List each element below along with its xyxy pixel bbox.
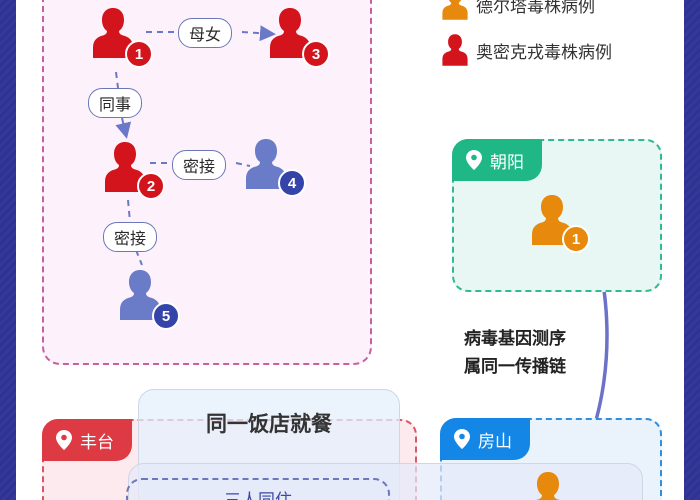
relation-label-mother-daughter: 母女 bbox=[178, 18, 233, 48]
delta-case-1: 1 bbox=[532, 193, 590, 253]
region-label: 朝阳 bbox=[490, 152, 524, 173]
case-4: 4 bbox=[246, 137, 306, 197]
person-icon bbox=[532, 195, 572, 245]
legend-label: 德尔塔毒株病例 bbox=[476, 0, 595, 17]
case-1: 1 bbox=[93, 6, 153, 68]
person-icon bbox=[536, 472, 560, 500]
region-tag: 朝阳 bbox=[452, 139, 542, 181]
cohabiting-group: 三人同住 bbox=[126, 478, 390, 500]
region-chaoyang: 朝阳 1 bbox=[452, 139, 662, 292]
delta-case-fangshan bbox=[528, 470, 578, 500]
legend-label: 奥密克戎毒株病例 bbox=[476, 42, 612, 63]
region-tag: 丰台 bbox=[42, 419, 132, 461]
relation-label-colleague: 同事 bbox=[88, 88, 143, 118]
case-number-badge: 1 bbox=[125, 40, 153, 68]
note-line: 病毒基因测序 bbox=[464, 329, 566, 349]
region-label: 丰台 bbox=[80, 432, 114, 453]
case-number-badge: 1 bbox=[562, 225, 590, 253]
case-number-badge: 4 bbox=[278, 169, 306, 197]
case-number-badge: 3 bbox=[302, 40, 330, 68]
person-icon bbox=[442, 34, 468, 66]
relation-label-close-contact: 密接 bbox=[103, 222, 158, 252]
person-icon bbox=[93, 8, 133, 58]
region-label: 房山 bbox=[478, 431, 512, 452]
relation-label-close-contact: 密接 bbox=[172, 150, 227, 180]
group-title: 同一饭店就餐 bbox=[206, 412, 332, 436]
case-5: 5 bbox=[120, 268, 180, 330]
person-icon bbox=[246, 139, 286, 189]
location-pin-icon bbox=[454, 429, 470, 449]
legend: 德尔塔毒株病例 奥密克戎毒株病例 bbox=[440, 0, 612, 78]
person-icon bbox=[105, 142, 145, 192]
legend-item-omicron: 奥密克戎毒株病例 bbox=[440, 32, 612, 68]
sequencing-note: 病毒基因测序 属同一传播链 bbox=[464, 325, 566, 381]
person-icon bbox=[120, 270, 160, 320]
location-pin-icon bbox=[466, 150, 482, 170]
case-2: 2 bbox=[105, 140, 165, 200]
location-pin-icon bbox=[56, 430, 72, 450]
region-tag: 房山 bbox=[440, 418, 530, 460]
case-number-badge: 2 bbox=[137, 172, 165, 200]
person-icon bbox=[442, 0, 468, 20]
person-icon bbox=[270, 8, 310, 58]
legend-item-delta: 德尔塔毒株病例 bbox=[440, 0, 612, 22]
note-line: 属同一传播链 bbox=[464, 357, 566, 377]
right-border-stripe bbox=[684, 0, 700, 500]
left-border-stripe bbox=[0, 0, 16, 500]
case-number-badge: 5 bbox=[152, 302, 180, 330]
group-title: 三人同住 bbox=[128, 486, 388, 500]
case-3: 3 bbox=[270, 6, 330, 68]
